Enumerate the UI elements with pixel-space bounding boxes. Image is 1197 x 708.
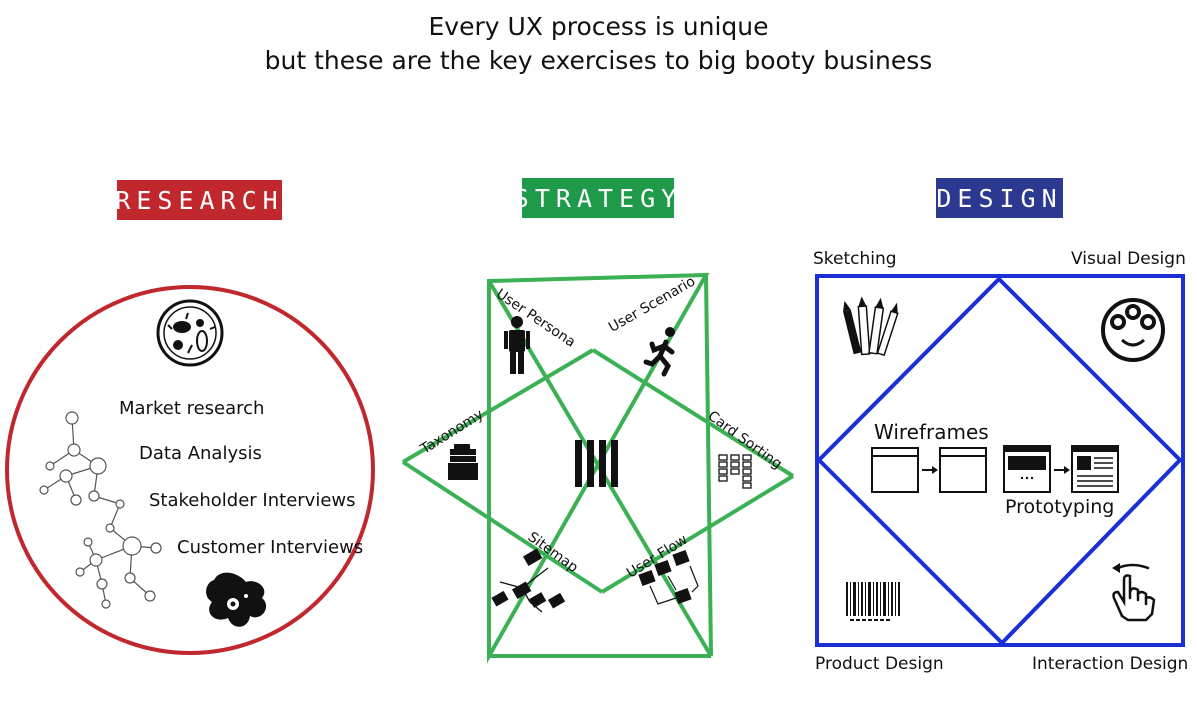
design-label-prototyping: Prototyping (1005, 496, 1115, 518)
pointing-hand-icon (1112, 563, 1156, 622)
network-graph-icon (39, 411, 162, 609)
running-person-icon (643, 327, 675, 377)
palette-face-icon (1101, 298, 1165, 362)
wireframe-icon (871, 447, 987, 493)
research-item-data-analysis: Data Analysis (139, 443, 262, 464)
research-circle (5, 285, 375, 655)
pencils-icon (843, 296, 899, 357)
design-label-wireframes: Wireframes (874, 420, 989, 444)
design-label-sketching: Sketching (813, 249, 897, 269)
title-line-2: but these are the key exercises to big b… (264, 46, 933, 75)
design-label-interaction-design: Interaction Design (1032, 654, 1189, 674)
petri-dish-icon (156, 299, 224, 367)
design-label-product-design: Product Design (815, 654, 944, 674)
design-badge: DESIGN (936, 178, 1063, 218)
strategy-badge: STRATEGY (514, 178, 676, 218)
design-diamond (816, 276, 1183, 646)
amoeba-icon (206, 572, 267, 627)
sitemap-icon (491, 548, 566, 613)
prototype-icon (1003, 445, 1119, 493)
barcode-icon (846, 582, 900, 621)
cards-icon (718, 454, 752, 489)
research-badge: RESEARCH (115, 180, 282, 220)
person-icon (504, 316, 530, 374)
research-item-customer-interviews: Customer Interviews (177, 537, 364, 558)
bars-icon (575, 440, 618, 487)
folders-icon (448, 444, 478, 480)
title-line-1: Every UX process is unique (428, 12, 769, 41)
design-label-visual-design: Visual Design (1071, 249, 1186, 269)
research-item-stakeholder-interviews: Stakeholder Interviews (149, 490, 356, 511)
flowchart-icon (638, 549, 699, 605)
research-item-market-research: Market research (119, 398, 265, 419)
